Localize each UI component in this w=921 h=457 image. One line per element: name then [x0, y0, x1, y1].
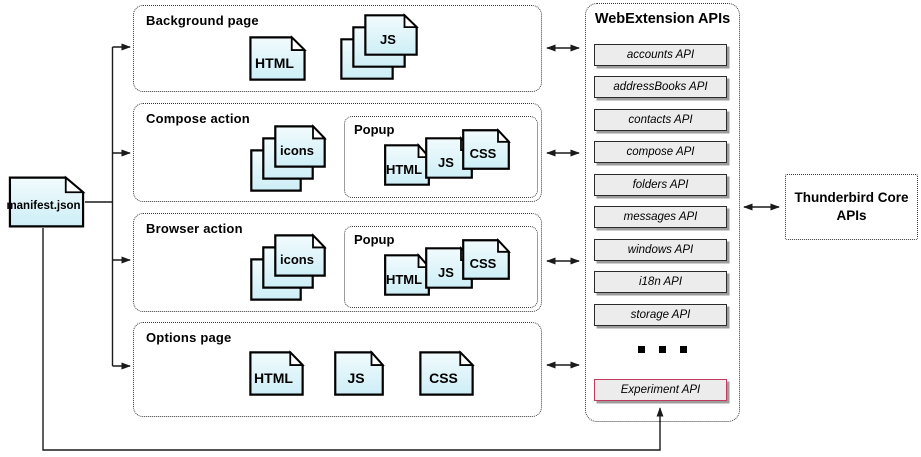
icons-label: icons: [280, 143, 314, 158]
ellipsis-icon: [586, 346, 739, 353]
thunderbird-core-apis-box: Thunderbird Core APIs: [785, 174, 918, 240]
api-button-storage: storage API: [594, 304, 727, 326]
webextension-apis-panel: WebExtension APIs accounts API addressBo…: [585, 3, 740, 422]
compose-action-box: Compose action icons Popup HTML JS CSS: [133, 103, 542, 202]
html-label: HTML: [385, 161, 423, 177]
browser-action-box: Browser action icons Popup HTML JS CSS: [133, 213, 542, 312]
browser-popup-box: Popup HTML JS CSS: [344, 226, 538, 308]
html-label: HTML: [255, 54, 294, 71]
api-button-experiment: Experiment API: [594, 379, 727, 401]
options-css-file-icon: CSS: [419, 351, 474, 396]
compose-popup-html-file-icon: HTML: [384, 144, 430, 186]
css-label: CSS: [469, 256, 497, 271]
manifest-file-icon: manifest.json: [6, 176, 85, 228]
html-label: HTML: [254, 369, 293, 386]
background-js-file-icon: JS: [364, 14, 418, 56]
js-label: JS: [380, 31, 396, 47]
js-label: JS: [347, 369, 365, 386]
api-button-i18n: i18n API: [594, 271, 727, 293]
webextension-apis-title: WebExtension APIs: [594, 11, 731, 27]
css-label: CSS: [469, 146, 497, 161]
options-page-box: Options page HTML JS CSS: [133, 322, 542, 417]
browser-popup-title: Popup: [354, 232, 395, 247]
compose-icons-file-icon: icons: [274, 125, 326, 168]
thunderbird-core-apis-title: Thunderbird Core APIs: [794, 190, 909, 223]
api-button-contacts: contacts API: [594, 109, 727, 131]
background-page-box: Background page HTML JS: [133, 5, 542, 92]
api-button-addressbooks: addressBooks API: [594, 76, 727, 98]
manifest-label: manifest.json: [6, 200, 81, 212]
api-button-folders: folders API: [594, 174, 727, 196]
api-button-messages: messages API: [594, 206, 727, 228]
api-button-accounts: accounts API: [594, 44, 727, 66]
css-label: CSS: [429, 369, 458, 386]
file-shape: [8, 176, 85, 228]
compose-popup-box: Popup HTML JS CSS: [344, 116, 538, 198]
browser-popup-html-file-icon: HTML: [384, 254, 430, 296]
options-html-file-icon: HTML: [249, 351, 304, 396]
api-button-compose: compose API: [594, 141, 727, 163]
background-html-file-icon: HTML: [249, 36, 306, 81]
compose-action-title: Compose action: [146, 111, 250, 126]
options-js-file-icon: JS: [334, 351, 384, 396]
compose-popup-css-file-icon: CSS: [462, 129, 510, 170]
browser-popup-css-file-icon: CSS: [462, 239, 510, 280]
api-button-windows: windows API: [594, 239, 727, 261]
options-page-title: Options page: [146, 330, 232, 345]
js-label: JS: [438, 154, 454, 170]
icons-label: icons: [280, 252, 314, 267]
browser-icons-file-icon: icons: [274, 234, 326, 277]
html-label: HTML: [385, 271, 423, 287]
js-label: JS: [438, 264, 454, 280]
background-page-title: Background page: [146, 13, 259, 28]
browser-action-title: Browser action: [146, 221, 243, 236]
compose-popup-title: Popup: [354, 122, 395, 137]
